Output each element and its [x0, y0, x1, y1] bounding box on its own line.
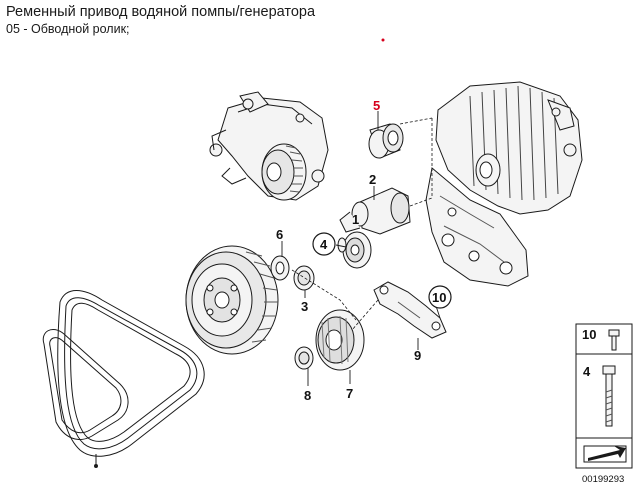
part-4-washer[interactable]	[337, 237, 347, 253]
callout-4: 4	[320, 237, 328, 252]
part-8-cap[interactable]	[294, 346, 314, 370]
callout-9: 9	[414, 348, 421, 363]
reference-lines	[291, 117, 433, 331]
alternator	[425, 81, 583, 287]
drive-belt	[42, 290, 205, 468]
callout-2: 2	[369, 172, 376, 187]
part-1-pulley[interactable]	[342, 231, 372, 269]
callout-7: 7	[346, 386, 353, 401]
callout-10-badge: 10	[428, 285, 452, 309]
callout-8: 8	[304, 388, 311, 403]
bolt-short-icon	[608, 329, 620, 351]
callout-4-badge: 4	[312, 232, 336, 256]
marker-dot	[381, 38, 385, 42]
page-subtitle: 05 - Обводной ролик;	[6, 22, 130, 36]
fastener-legend: 10 4	[575, 323, 633, 469]
diagram-id: 00199293	[582, 474, 624, 485]
part-2-tensioner[interactable]	[339, 187, 411, 235]
legend-label-4: 4	[583, 364, 591, 379]
part-3-cap[interactable]	[293, 265, 315, 291]
part-6-washer[interactable]	[270, 255, 290, 281]
callout-6: 6	[276, 227, 283, 242]
part-7-pulley[interactable]	[315, 309, 365, 371]
legend-label-10: 10	[582, 327, 596, 342]
callout-5: 5	[373, 98, 380, 113]
bolt-long-icon	[602, 365, 616, 427]
water-pump	[209, 91, 329, 201]
part-9-bracket[interactable]	[373, 281, 447, 339]
part-5-idler-roller[interactable]	[368, 123, 404, 159]
callout-1: 1	[352, 212, 359, 227]
callout-10: 10	[432, 290, 446, 305]
crankshaft-pulley	[185, 245, 279, 355]
page-title: Ременный привод водяной помпы/генератора	[6, 4, 316, 20]
callout-3: 3	[301, 299, 308, 314]
arrow-symbol-icon	[583, 445, 627, 463]
